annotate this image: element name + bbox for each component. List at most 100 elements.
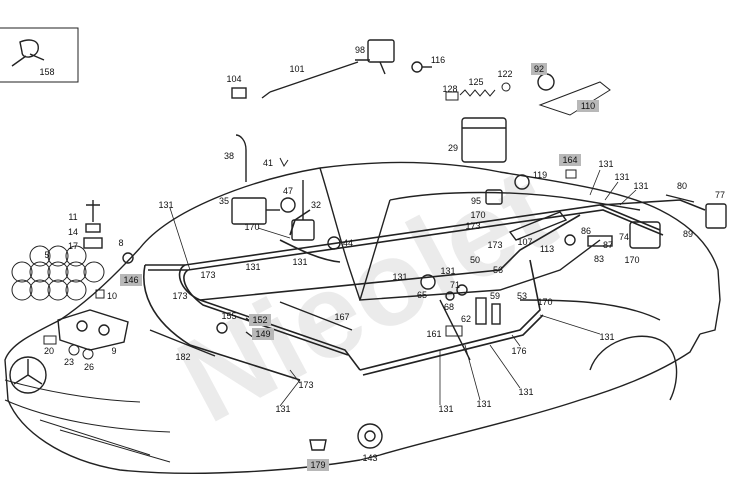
part-label-9: 9 (111, 346, 116, 356)
part-number: 119 (533, 170, 547, 180)
bolt-116-icon (411, 61, 432, 73)
part-number: 71 (450, 280, 460, 290)
part-label-32: 32 (311, 200, 321, 210)
part-number: 146 (123, 275, 138, 285)
part-number: 131 (158, 200, 173, 210)
part-label-23: 23 (64, 357, 74, 367)
part-number: 161 (426, 329, 441, 339)
leader-lines (169, 169, 637, 407)
part-label-highlight (252, 328, 274, 340)
part-label-77: 77 (715, 190, 725, 200)
vacuum-pump-icon (231, 197, 280, 225)
part-number: 152 (252, 315, 267, 325)
part-label-80: 80 (677, 181, 687, 191)
part-label-170: 170 (470, 210, 485, 220)
part-number: 173 (200, 270, 215, 280)
clip-164-icon (565, 169, 577, 179)
part-number: 113 (540, 244, 554, 254)
part-label-68: 68 (444, 302, 454, 312)
part-number: 87 (603, 240, 613, 250)
part-label-65: 65 (417, 290, 427, 300)
part-number: 128 (442, 84, 457, 94)
part-number: 101 (289, 64, 304, 74)
switch-unit-icon (355, 39, 395, 75)
part-number: 143 (362, 453, 377, 463)
part-label-170: 170 (244, 222, 259, 232)
part-label-14: 14 (68, 227, 78, 237)
part-label-119: 119 (533, 170, 547, 180)
part-number: 131 (245, 262, 260, 272)
part-number: 131 (599, 332, 614, 342)
part-number: 149 (255, 329, 270, 339)
part-number: 59 (490, 291, 500, 301)
part-number: 77 (715, 190, 725, 200)
part-number: 23 (64, 357, 74, 367)
part-label-128: 128 (442, 84, 457, 94)
part-label-131: 131 (275, 404, 290, 414)
part-number: 110 (581, 101, 595, 111)
part-label-20: 20 (44, 346, 54, 356)
part-number: 125 (468, 77, 483, 87)
part-number: 131 (275, 404, 290, 414)
fitting-104-icon (231, 87, 247, 99)
part-label-38: 38 (224, 151, 234, 161)
part-label-53: 53 (517, 291, 527, 301)
part-number: 131 (392, 272, 407, 282)
connector-161-icon (445, 325, 463, 337)
part-number: 170 (470, 210, 485, 220)
part-label-173: 173 (487, 240, 502, 250)
part-number: 11 (68, 212, 77, 222)
part-label-107: 107 (517, 237, 532, 247)
small-parts-front-icon (43, 335, 94, 360)
part-label-149: 149 (252, 328, 274, 340)
part-number: 68 (444, 302, 454, 312)
part-number: 107 (517, 237, 532, 247)
check-valve-95-icon (485, 189, 503, 205)
part-label-17: 17 (68, 241, 78, 251)
bracket-110 (538, 81, 611, 116)
front-end (4, 379, 171, 463)
part-number: 26 (84, 362, 94, 372)
part-label-highlight (559, 154, 581, 166)
hose-80 (665, 194, 695, 203)
part-number: 62 (461, 314, 471, 324)
part-label-167: 167 (334, 312, 349, 322)
part-label-71: 71 (450, 280, 460, 290)
module-29-icon (461, 117, 507, 163)
part-label-131: 131 (440, 266, 455, 276)
part-label-131: 131 (598, 159, 613, 169)
part-number: 17 (68, 241, 78, 251)
part-label-highlight (249, 314, 271, 326)
part-number: 83 (594, 254, 604, 264)
part-number: 170 (624, 255, 639, 265)
part-label-87: 87 (603, 240, 613, 250)
part-label-131: 131 (614, 172, 629, 182)
part-number: 182 (175, 352, 190, 362)
tank-74-icon (629, 221, 661, 249)
part-number: 32 (311, 200, 321, 210)
part-number: 116 (431, 55, 445, 65)
part-label-131: 131 (438, 404, 453, 414)
rod-101 (261, 61, 359, 99)
part-label-146: 146 (120, 274, 142, 286)
part-label-89: 89 (683, 229, 693, 239)
part-number: 131 (633, 181, 648, 191)
part-number: 131 (614, 172, 629, 182)
part-number: 173 (487, 240, 502, 250)
lock-housing-icon (57, 309, 129, 351)
part-number: 47 (283, 186, 293, 196)
part-label-74: 74 (619, 232, 629, 242)
part-label-173: 173 (200, 270, 215, 280)
part-number: 104 (226, 74, 241, 84)
part-label-170: 170 (624, 255, 639, 265)
knob-92-icon (537, 73, 555, 91)
part-label-179: 179 (307, 459, 329, 471)
part-number: 9 (111, 346, 116, 356)
part-number: 65 (417, 290, 427, 300)
part-label-56: 56 (493, 265, 503, 275)
part-label-highlight (307, 459, 329, 471)
part-label-131: 131 (599, 332, 614, 342)
fitting-179-icon (309, 439, 327, 451)
